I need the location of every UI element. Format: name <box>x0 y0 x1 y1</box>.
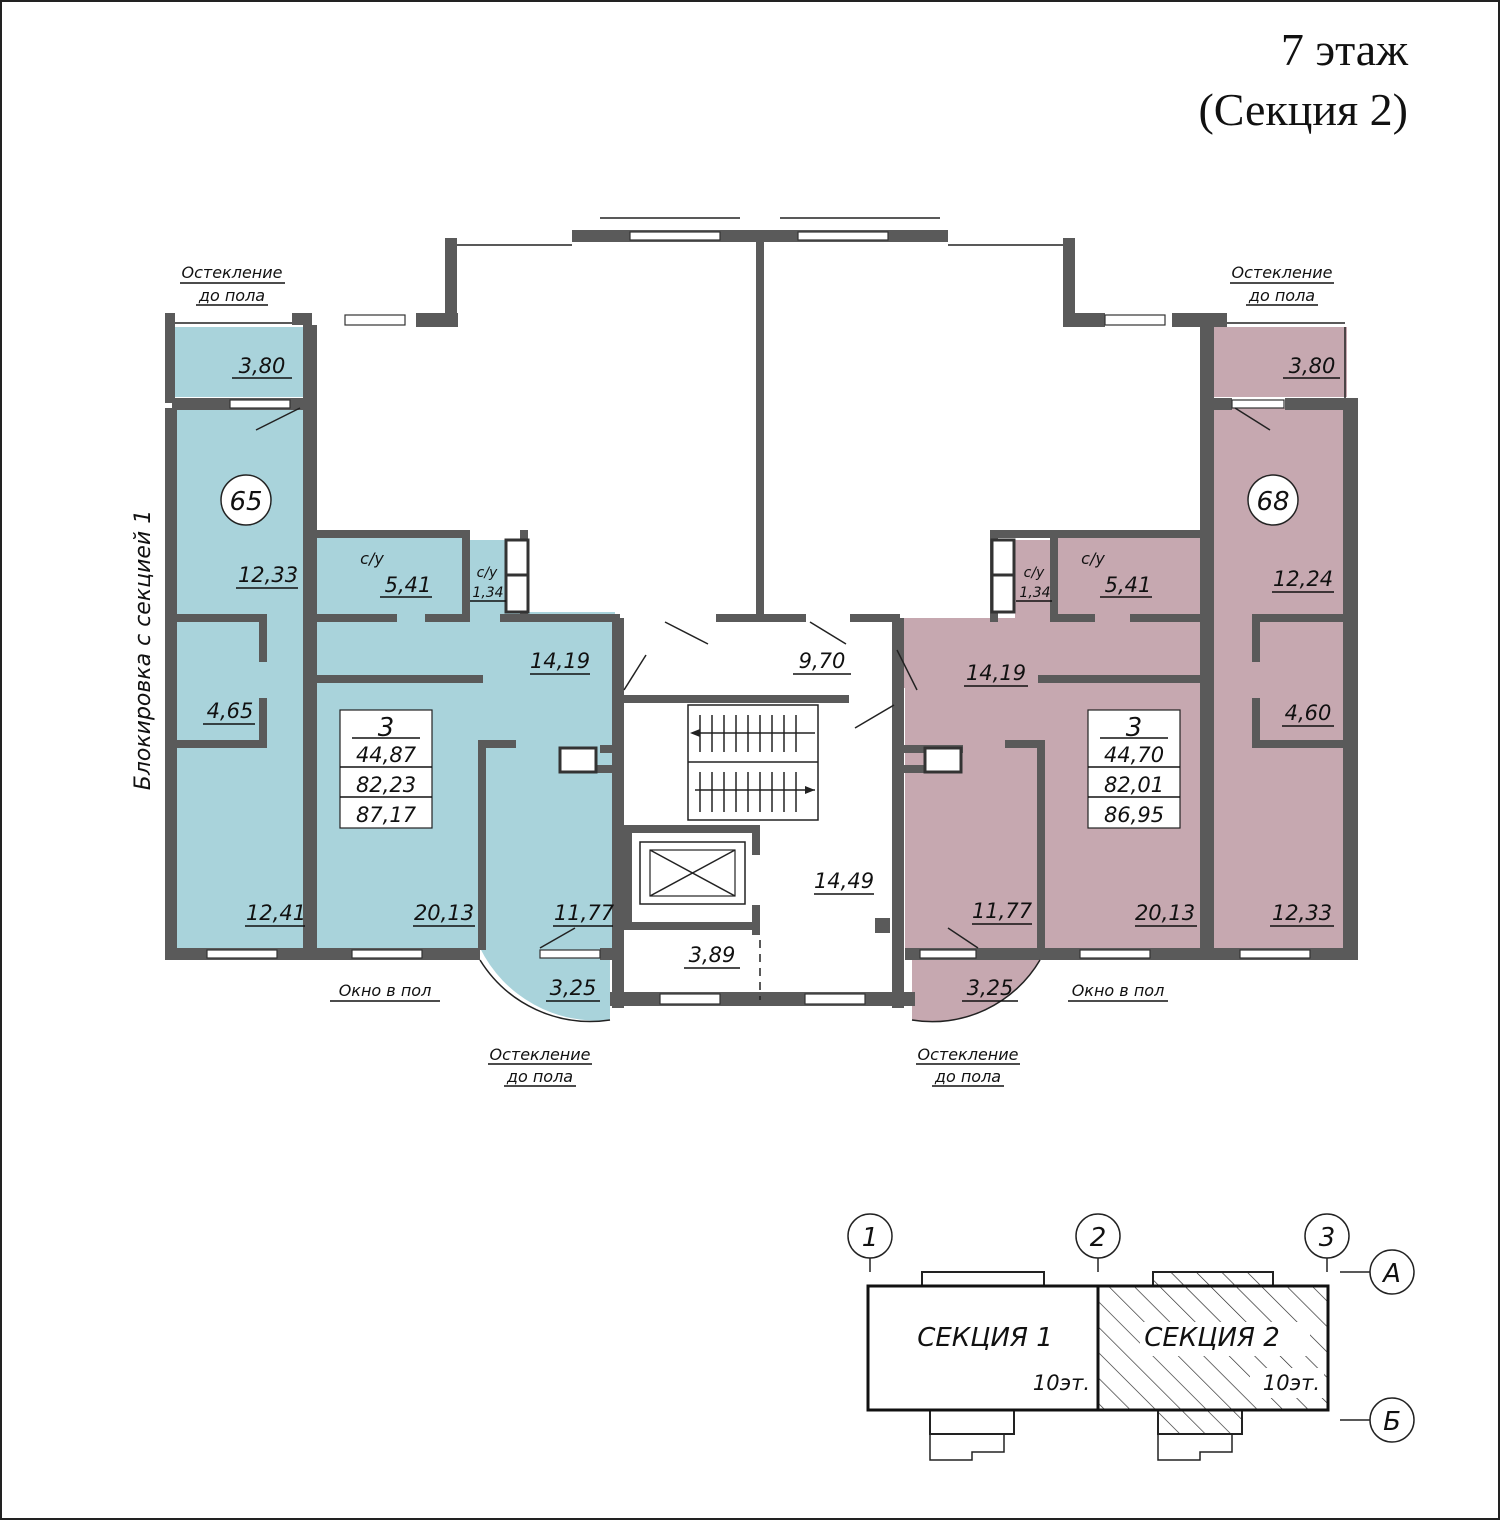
area-vestibule: 3,89 <box>689 943 736 967</box>
elevator <box>639 841 746 905</box>
glazing-note-top-right-2: до пола <box>1248 286 1315 305</box>
apartment-65-fill-bay <box>480 948 610 1021</box>
area-68-room-right: 12,33 <box>1272 901 1332 925</box>
glazing-note-bottom-left-1: Остекление <box>490 1045 591 1064</box>
apartment-65-fill-balcony <box>172 327 312 397</box>
key-section-1: СЕКЦИЯ 1 <box>917 1323 1053 1353</box>
area-68-storage: 4,60 <box>1285 701 1332 725</box>
label-65-wc: с/у <box>477 565 498 581</box>
apartment-68-fill-bay <box>912 960 1040 1022</box>
apartment-68-summary: 3 44,70 82,01 86,95 <box>1087 709 1181 829</box>
glazing-note-bottom-right-2: до пола <box>934 1067 1001 1086</box>
key-plan: 1 2 3 А Б СЕКЦИЯ 1 10эт. СЕКЦИЯ 2 10эт. <box>847 1213 1415 1461</box>
apartment-65-living: 44,87 <box>356 743 417 767</box>
apartment-65-total: 82,23 <box>356 773 416 797</box>
area-corridor: 9,70 <box>799 649 846 673</box>
glazing-note-top-right-1: Остекление <box>1232 263 1333 282</box>
label-65-bathroom: с/у <box>360 549 384 568</box>
windows <box>175 217 1346 1005</box>
label-68-bathroom: с/у <box>1081 549 1105 568</box>
key-axis-2: 2 <box>1090 1223 1107 1253</box>
area-65-storage: 4,65 <box>207 699 254 723</box>
area-65-kitchen: 11,77 <box>554 901 615 925</box>
apartment-68-total-balcony: 86,95 <box>1104 803 1164 827</box>
apartment-65-summary: 3 44,87 82,23 87,17 <box>339 709 433 829</box>
staircase <box>687 704 819 821</box>
area-68-room-top: 12,24 <box>1273 567 1333 591</box>
apartment-68-number: 68 <box>1256 487 1289 517</box>
area-65-wc: 1,34 <box>472 585 503 601</box>
apartment-65-number: 65 <box>229 487 262 517</box>
apartment-68-rooms: 3 <box>1126 713 1143 743</box>
floor-window-note-left: Окно в пол <box>339 981 432 1000</box>
area-68-wc: 1,34 <box>1019 585 1050 601</box>
apartment-68-badge <box>1247 474 1299 526</box>
glazing-note-top-left-1: Остекление <box>182 263 283 282</box>
apartment-65-rooms: 3 <box>378 713 395 743</box>
area-65-hall: 14,19 <box>530 649 590 673</box>
key-axis-3: 3 <box>1319 1223 1336 1253</box>
key-row-b: Б <box>1383 1407 1401 1437</box>
area-65-bath: 5,41 <box>385 573 432 597</box>
area-68-balcony-top: 3,80 <box>1289 354 1336 378</box>
area-lobby: 14,49 <box>814 869 874 893</box>
key-section-2-floors: 10эт. <box>1263 1371 1320 1395</box>
area-65-room-left: 12,41 <box>246 901 306 925</box>
floor-title: 7 этаж <box>1281 24 1408 75</box>
key-row-a: А <box>1381 1259 1401 1289</box>
area-65-room-top: 12,33 <box>238 563 298 587</box>
area-68-bath: 5,41 <box>1105 573 1152 597</box>
key-axis-1: 1 <box>862 1223 879 1253</box>
floor-window-note-right: Окно в пол <box>1072 981 1165 1000</box>
glazing-note-bottom-left-2: до пола <box>506 1067 573 1086</box>
side-note: Блокировка с секцией 1 <box>131 510 156 790</box>
area-68-kitchen: 11,77 <box>972 899 1033 923</box>
apartment-68-total: 82,01 <box>1104 773 1164 797</box>
shafts <box>504 538 1016 774</box>
apartment-68-living: 44,70 <box>1104 743 1164 767</box>
area-68-hall: 14,19 <box>966 661 1026 685</box>
area-65-room-mid: 20,13 <box>414 901 474 925</box>
key-section-1-floors: 10эт. <box>1033 1371 1090 1395</box>
glazing-note-top-left-2: до пола <box>198 286 265 305</box>
apartment-68-fill-balcony <box>1212 327 1347 397</box>
area-65-balcony-top: 3,80 <box>239 354 286 378</box>
glazing-note-bottom-right-1: Остекление <box>918 1045 1019 1064</box>
apartment-65-total-balcony: 87,17 <box>356 803 417 827</box>
section-title: (Секция 2) <box>1198 84 1408 135</box>
area-65-bay: 3,25 <box>550 976 597 1000</box>
label-68-wc: с/у <box>1024 565 1045 581</box>
key-section-2: СЕКЦИЯ 2 <box>1144 1323 1280 1353</box>
door-lines <box>255 407 1271 1023</box>
apartment-65-badge <box>220 474 272 526</box>
area-68-room-mid: 20,13 <box>1135 901 1195 925</box>
area-68-bay: 3,25 <box>967 976 1014 1000</box>
